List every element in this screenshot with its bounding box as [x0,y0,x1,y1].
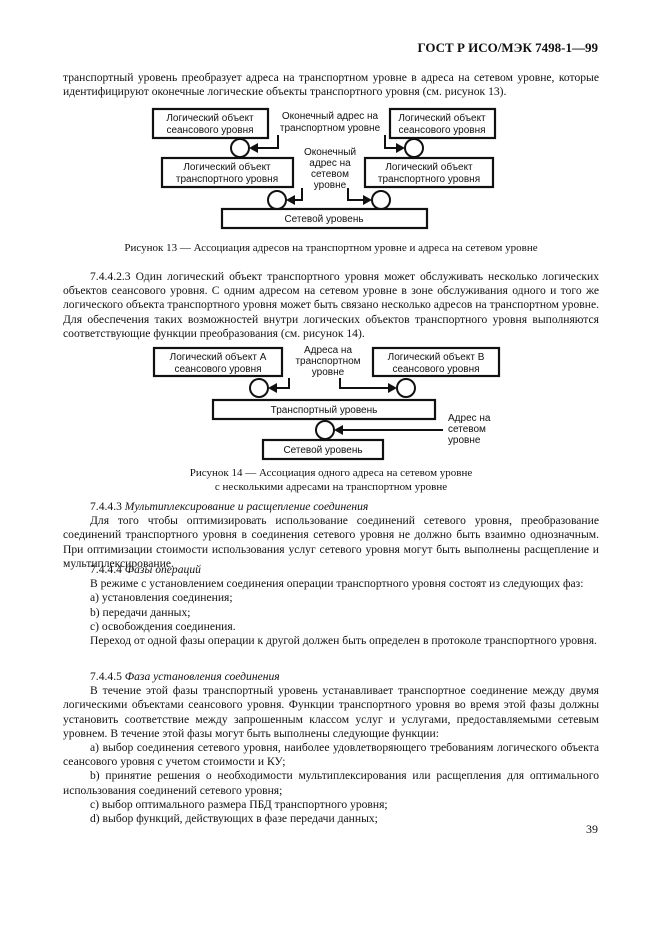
arrowhead-icon [363,195,372,205]
fig13-endpoint-network-label-2: адрес на [309,158,351,169]
arrowhead-icon [286,195,295,205]
fig14-session-b-line2: сеансового уровня [392,364,479,375]
section-7-4-4-4-tail: Переход от одной фазы операции к другой … [90,634,597,648]
list-item: b) передачи данных; [90,605,191,619]
figure-13-caption: Рисунок 13 — Ассоциация адресов на транс… [124,242,538,254]
fig13-session-left-line1: Логический объект [166,112,254,124]
arrowhead-icon [268,383,277,393]
fig14-sap-a [249,378,269,398]
list-item: d) выбор функций, действующих в фазе пер… [90,812,378,826]
fig14-network-label: Сетевой уровень [283,445,362,456]
intro-text: транспортный уровень преобразует адреса … [63,71,599,99]
section-title: Фазы операций [124,563,201,576]
fig14-transport-address-label-3: уровне [312,367,345,378]
arrowhead-icon [396,143,405,153]
fig14-network-address-label-3: уровне [448,435,481,446]
fig13-transport-right-line1: Логический объект [385,161,473,173]
para-7-4-4-2-3-text: 7.4.4.2.3 Один логический объект транспо… [63,270,599,340]
figure-13-diagram: Логический объект сеансового уровня Логи… [151,107,497,230]
fig13-endpoint-network-label-1: Оконечный [304,147,356,158]
fig13-transport-left-line1: Логический объект [183,161,271,173]
fig14-transport-label: Транспортный уровень [271,405,378,416]
list-item: c) освобождения соединения. [90,619,236,633]
section-number: 7.4.4.3 [90,500,122,513]
fig13-transport-left-box [160,156,295,189]
figure-14-diagram: Логический объект А сеансового уровня Ло… [152,345,501,461]
document-header: ГОСТ Р ИСО/МЭК 7498-1—99 [417,40,598,55]
fig14-network-address-label-2: сетевом [448,424,486,435]
fig14-session-a-box [152,346,284,378]
section-title: Мультиплексирование и расщепление соедин… [124,500,369,513]
figure-14-caption: Рисунок 14 — Ассоциация одного адреса на… [63,467,599,494]
fig13-session-left-box [151,107,270,140]
fig13-transport-right-line2: транспортного уровня [378,174,480,185]
fig13-arrow-right-lower [347,188,368,201]
list-item: b) принятие решения о необходимости муль… [63,769,599,797]
section-number: 7.4.4.4 [90,563,122,576]
fig14-session-b-line1: Логический объект В [388,351,485,363]
section-7-4-4-4-body: В режиме с установлением соединения опер… [90,577,584,591]
fig13-sap-left-upper [230,138,250,158]
fig13-transport-left-line2: транспортного уровня [176,174,278,185]
section-7-4-4-4-heading: 7.4.4.4 Фазы операций [63,563,599,577]
para-7-4-4-2-3: 7.4.4.2.3 Один логический объект транспо… [63,270,599,341]
fig13-endpoint-transport-label-1: Оконечный адрес на [282,111,379,122]
fig13-session-left-line2: сеансового уровня [166,125,253,136]
fig13-session-right-line2: сеансового уровня [398,125,485,136]
section-number: 7.4.4.5 [90,670,122,683]
list-item: c) выбор оптимального размера ПБД трансп… [90,797,388,811]
fig14-session-a-line2: сеансового уровня [174,364,261,375]
section-7-4-4-3-body: Для того чтобы оптимизировать использова… [63,514,599,570]
section-7-4-4-5-body: В течение этой фазы транспортный уровень… [63,684,599,740]
section-title: Фаза установления соединения [124,670,280,683]
fig13-endpoint-network-label-3: сетевом [311,169,349,180]
fig13-network-box [220,207,429,230]
fig14-arrow-b [339,378,393,389]
fig14-session-b-box [371,346,501,378]
fig14-transport-address-label-2: транспортном [295,356,360,367]
fig13-endpoint-network-label-4: уровне [314,180,347,191]
fig13-network-label: Сетевой уровень [284,214,363,225]
fig14-sap-b [396,378,416,398]
section-7-4-4-5: 7.4.4.5 Фаза установления соединения В т… [63,670,599,826]
fig14-arrow-a [272,378,290,389]
fig14-transport-box [211,398,437,421]
fig13-arrow-right-upper [384,135,401,149]
fig14-sap-network [315,420,335,440]
list-item: а) выбор соединения сетевого уровня, наи… [63,741,599,769]
fig14-network-box [261,438,385,461]
fig13-sap-right-upper [404,138,424,158]
fig13-transport-right-box [363,156,495,189]
fig14-session-a-line1: Логический объект А [170,351,267,363]
page-number: 39 [586,822,598,836]
fig13-arrow-left-upper [253,135,279,149]
arrowhead-icon [249,143,258,153]
fig13-session-right-box [388,107,497,140]
fig13-sap-right-lower [371,190,391,210]
section-7-4-4-4: 7.4.4.4 Фазы операций В режиме с установ… [63,563,599,648]
section-7-4-4-3: 7.4.4.3 Мультиплексирование и расщеплени… [63,500,599,571]
intro-paragraph: транспортный уровень преобразует адреса … [63,71,599,99]
fig14-transport-address-label-1: Адреса на [304,345,352,356]
fig14-network-address-label-1: Адрес на [448,413,491,424]
list-item: а) установления соединения; [90,591,233,605]
fig13-session-right-line1: Логический объект [398,112,486,124]
figure-14-caption-line1: Рисунок 14 — Ассоциация одного адреса на… [189,467,473,479]
fig13-endpoint-transport-label-2: транспортном уровне [280,123,381,134]
arrowhead-icon [388,383,397,393]
section-7-4-4-5-heading: 7.4.4.5 Фаза установления соединения [63,670,599,684]
fig13-sap-left-lower [267,190,287,210]
arrowhead-icon [334,425,343,435]
section-7-4-4-3-heading: 7.4.4.3 Мультиплексирование и расщеплени… [63,500,599,514]
figure-14-caption-line2: с несколькими адресами на транспортном у… [214,480,448,493]
